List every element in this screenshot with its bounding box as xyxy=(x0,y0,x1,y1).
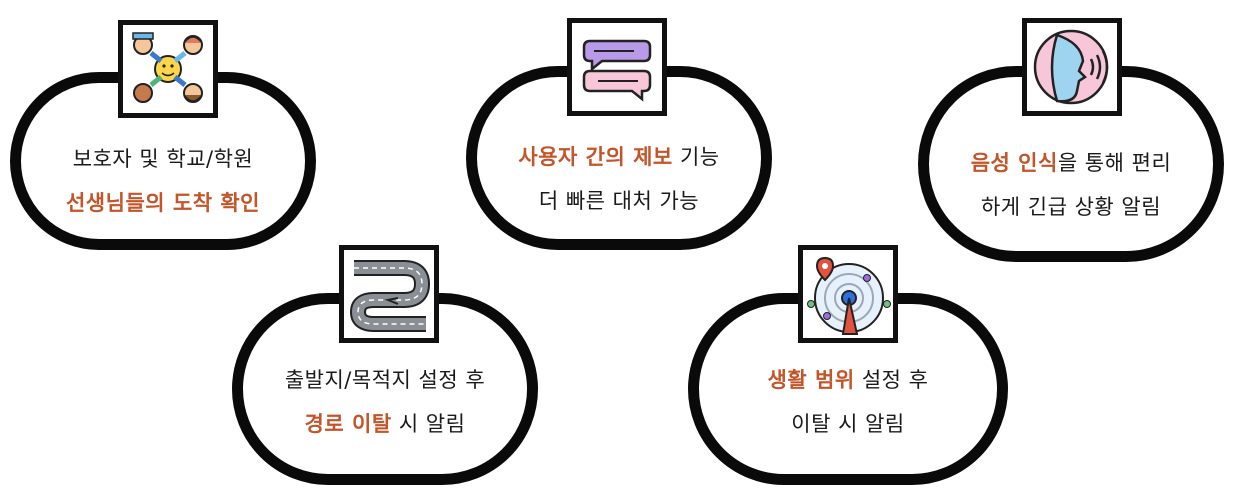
accent-text: 음성 인식 xyxy=(970,151,1058,175)
voice-recognition-icon xyxy=(1022,18,1122,116)
chat-bubbles-icon xyxy=(567,18,667,116)
card-line-2: 더 빠른 대처 가능 xyxy=(538,189,700,213)
accent-text: 사용자 간의 제보 xyxy=(518,145,673,169)
card-line-1: 보호자 및 학교/학원 xyxy=(72,147,254,171)
accent-text: 선생님들의 도착 확인 xyxy=(65,191,260,215)
winding-road-icon xyxy=(339,245,439,343)
card-line-1: 사용자 간의 제보 기능 xyxy=(477,141,761,171)
card-line-2: 선생님들의 도착 확인 xyxy=(21,187,305,217)
card-route-deviation: 출발지/목적지 설정 후 경로 이탈 시 알림 xyxy=(232,293,538,485)
card-line-1: 음성 인식을 통해 편리 xyxy=(929,147,1213,177)
card-line-2: 하게 긴급 상황 알림 xyxy=(980,195,1162,219)
accent-text: 생활 범위 xyxy=(767,368,855,392)
card-line-2: 이탈 시 알림 xyxy=(791,412,905,436)
card-line-2: 경로 이탈 시 알림 xyxy=(243,408,527,438)
radar-location-icon xyxy=(798,245,898,343)
card-line-1: 출발지/목적지 설정 후 xyxy=(284,368,486,392)
rest-text: 기능 xyxy=(672,145,720,169)
card-line-1: 생활 범위 설정 후 xyxy=(699,364,997,394)
people-icon xyxy=(118,20,218,118)
rest-text: 을 통해 편리 xyxy=(1057,151,1172,175)
rest-text: 시 알림 xyxy=(391,412,466,436)
accent-text: 경로 이탈 xyxy=(304,412,392,436)
rest-text: 설정 후 xyxy=(854,368,929,392)
